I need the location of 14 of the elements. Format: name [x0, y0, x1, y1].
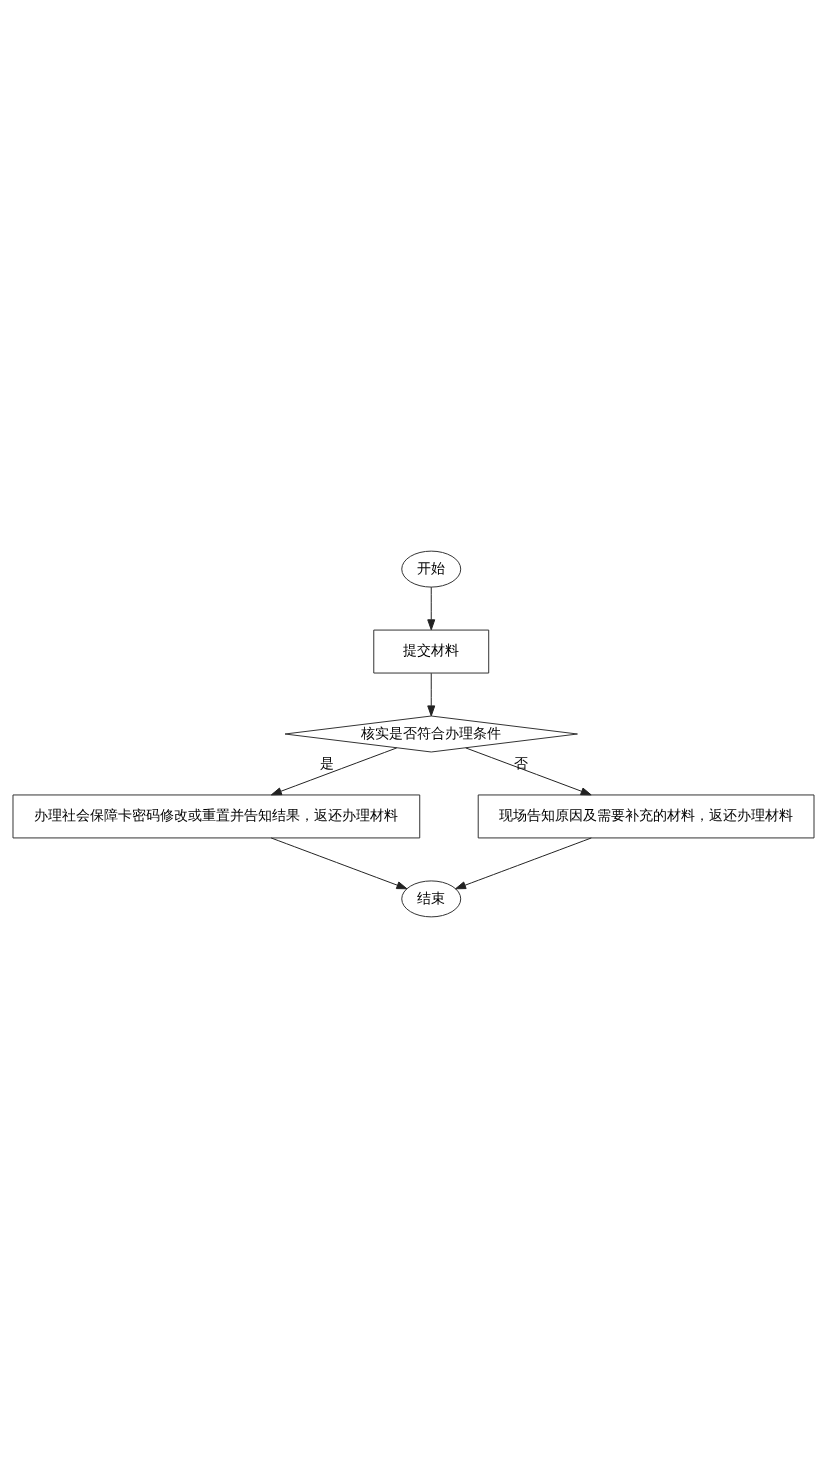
edge-label: 否 — [513, 754, 528, 771]
arrow — [426, 672, 435, 717]
node-box: 现场告知原因及需要补充的材料，返还办理材料 — [477, 794, 814, 839]
node-box: 办理社会保障卡密码修改或重置并告知结果，返还办理材料 — [12, 794, 420, 839]
node-ellipse: 结束 — [400, 880, 461, 918]
arrow — [270, 837, 407, 890]
arrow — [426, 586, 435, 631]
node-box: 提交材料 — [372, 629, 489, 674]
arrow — [454, 837, 592, 890]
edge-label: 是 — [319, 754, 334, 771]
arrow — [270, 747, 397, 796]
arrow — [464, 747, 592, 796]
node-ellipse: 开始 — [400, 550, 461, 588]
node-diamond: 核实是否符合办理条件 — [284, 715, 578, 753]
